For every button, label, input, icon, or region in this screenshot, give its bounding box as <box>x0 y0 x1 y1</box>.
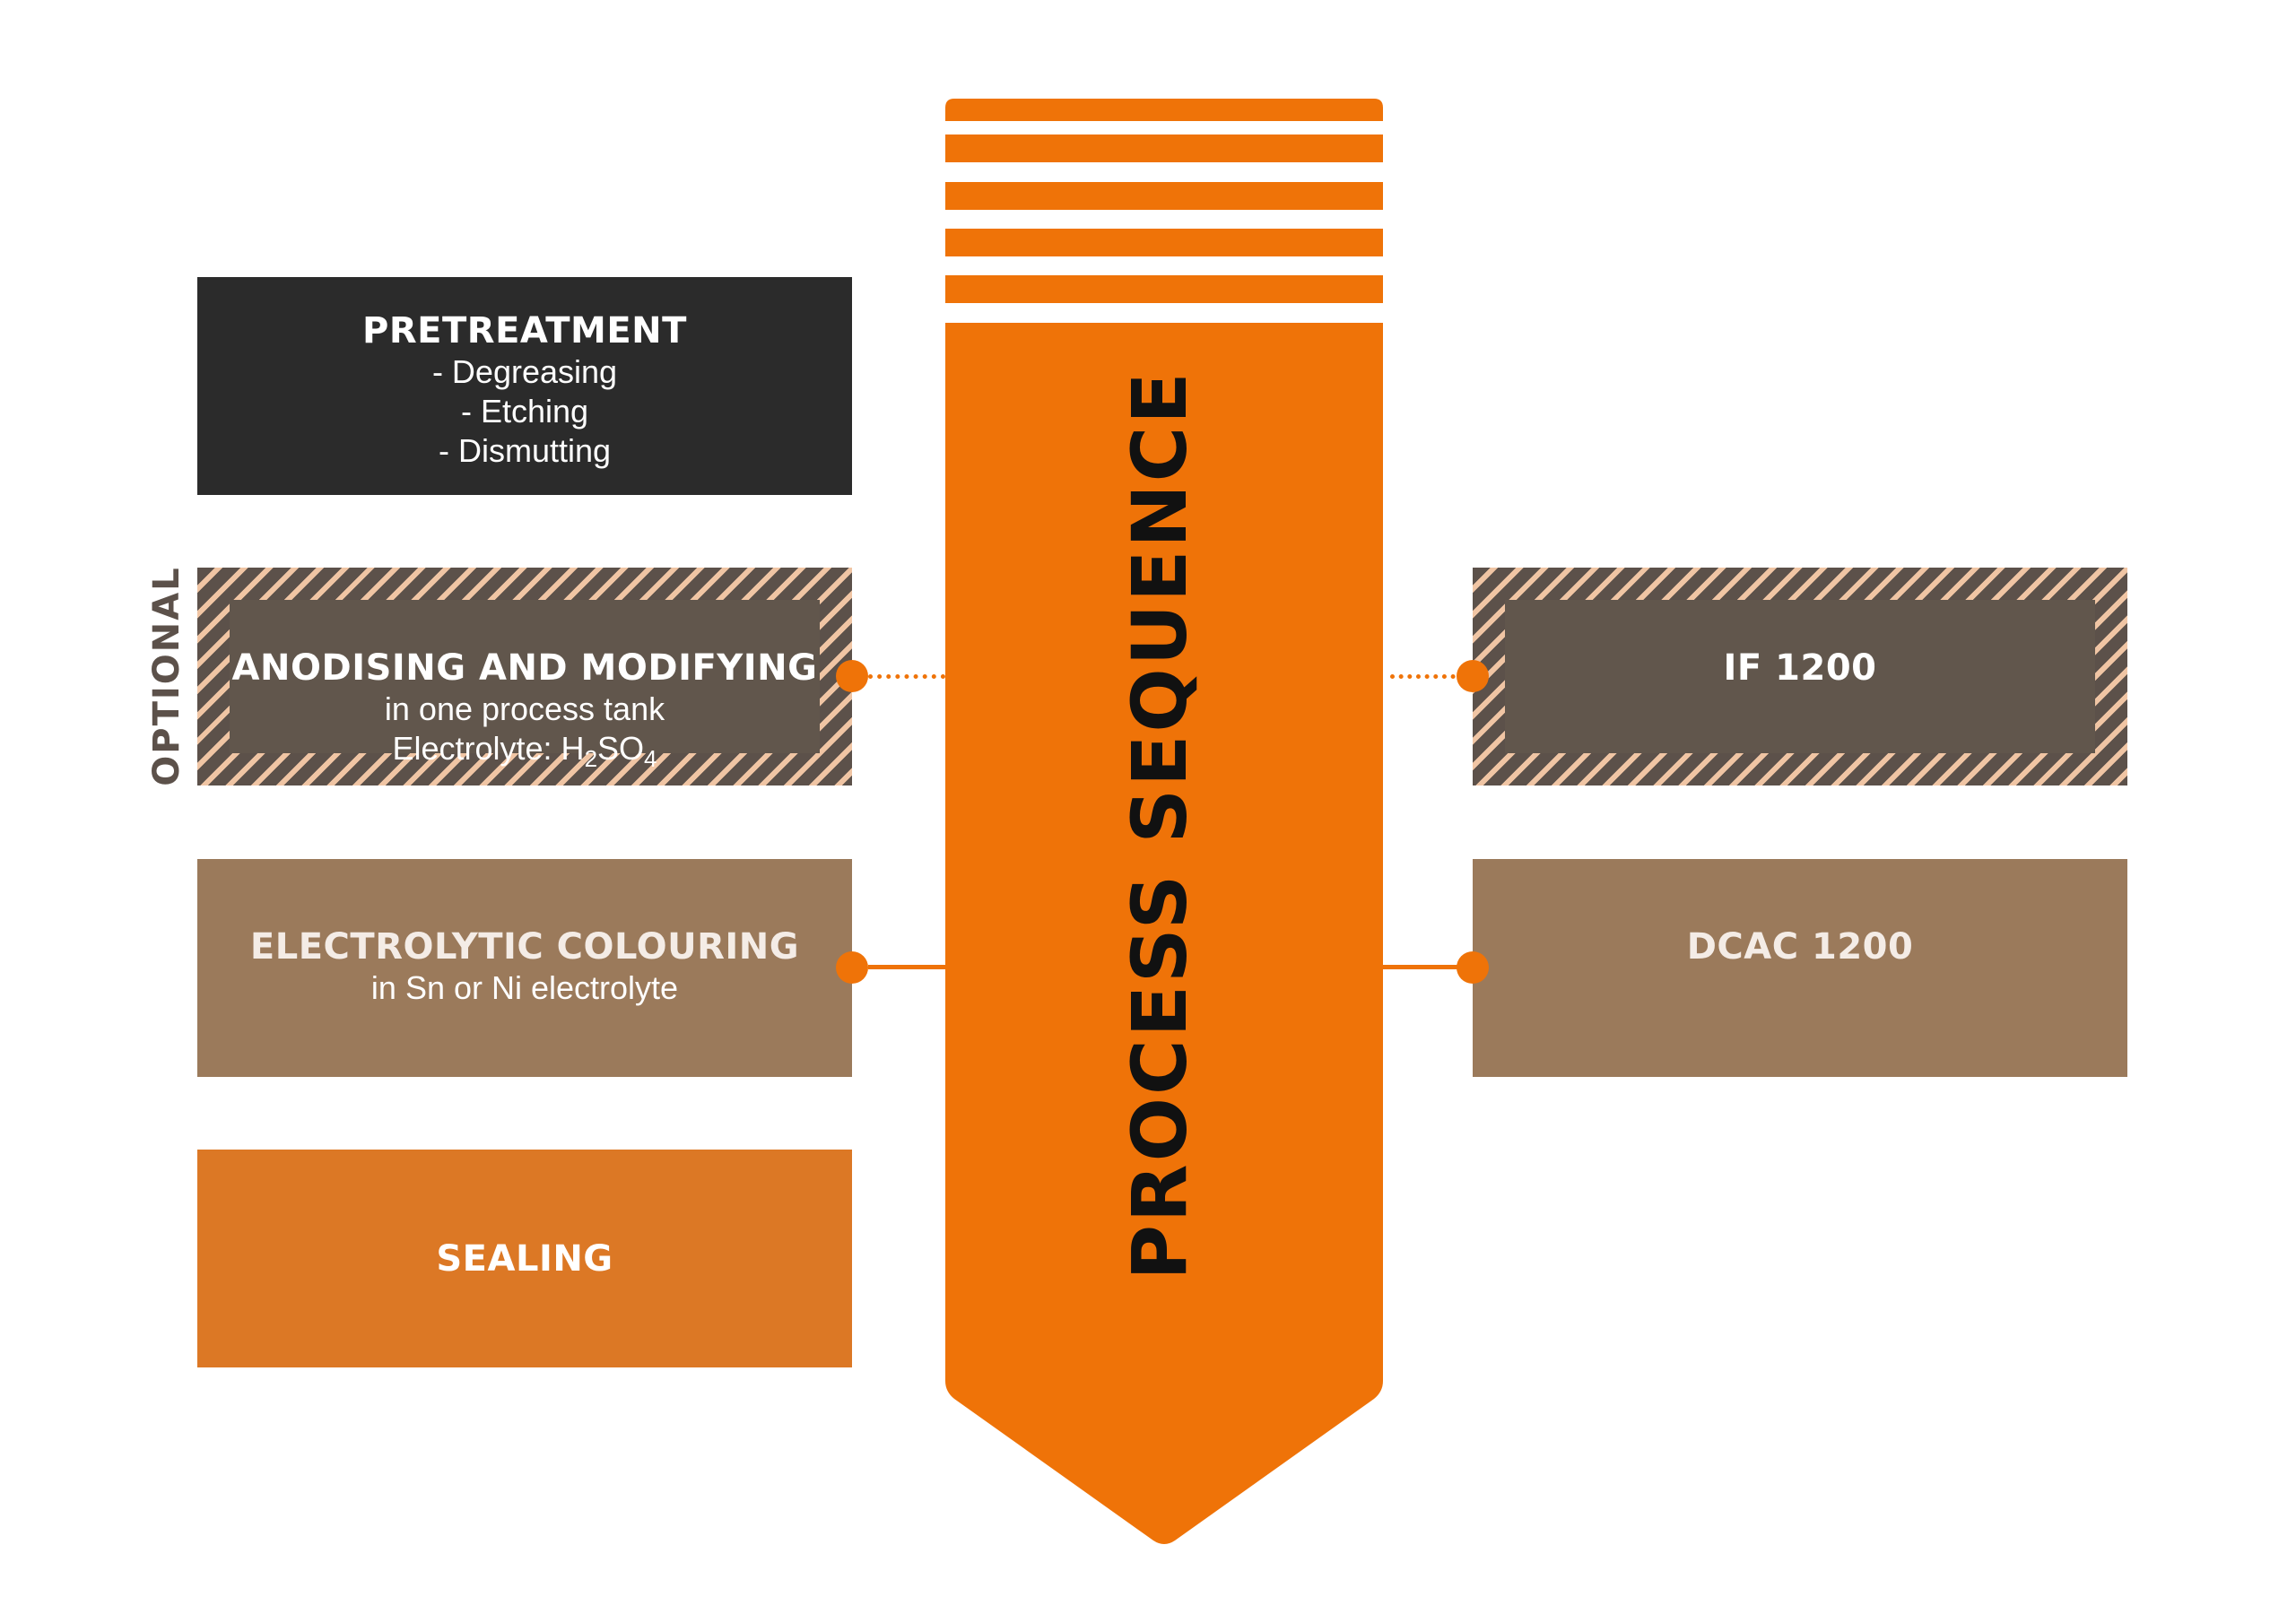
arrow-stripe <box>945 229 1383 256</box>
connector-dotted-left <box>868 674 945 679</box>
arrow-stripe <box>945 182 1383 210</box>
dcac1200-title: DCAC 1200 <box>1686 926 1914 968</box>
electrolyte-prefix: Electrolyte: H <box>392 730 585 767</box>
electrolyte-sub1: 2 <box>584 745 598 772</box>
sealing-box: SEALING <box>197 1150 852 1367</box>
connector-dot-dcac1200 <box>1457 951 1489 984</box>
pretreatment-item-etching: - Etching <box>460 393 589 430</box>
connector-dot-colouring <box>836 951 868 984</box>
electrolyte-sub2: 4 <box>644 745 657 772</box>
anodising-title: ANODISING AND MODIFYING <box>231 647 818 689</box>
anodising-inner: ANODISING AND MODIFYING in one process t… <box>230 600 820 772</box>
pretreatment-item-degreasing: - Degreasing <box>431 353 618 390</box>
connector-solid-left <box>868 965 945 969</box>
arrow-body <box>945 323 1383 1544</box>
arrow-cap-stripe <box>945 99 1383 121</box>
pretreatment-box: PRETREATMENT - Degreasing - Etching - Di… <box>197 277 852 495</box>
connector-dotted-right <box>1390 674 1473 679</box>
electrolyte-mid: SO <box>597 730 645 767</box>
process-sequence-label: PROCESS SEQUENCE <box>1116 369 1204 1280</box>
if1200-inner: IF 1200 <box>1505 600 2095 753</box>
arrow-stripe <box>945 135 1383 162</box>
anodising-line1: in one process tank <box>384 690 665 727</box>
electrolytic-colouring-box: ELECTROLYTIC COLOURING in Sn or Ni elect… <box>197 859 852 1077</box>
arrow-stripe <box>945 275 1383 303</box>
dcac1200-box: DCAC 1200 <box>1473 859 2127 1077</box>
if1200-box: IF 1200 <box>1473 568 2127 785</box>
pretreatment-item-dismutting: - Dismutting <box>438 432 612 469</box>
colouring-title: ELECTROLYTIC COLOURING <box>249 926 800 968</box>
anodising-electrolyte: Electrolyte: H2SO4 <box>230 729 820 778</box>
pretreatment-title: PRETREATMENT <box>362 310 687 352</box>
sealing-title: SEALING <box>436 1238 613 1280</box>
anodising-box: ANODISING AND MODIFYING in one process t… <box>197 568 852 785</box>
colouring-line1: in Sn or Ni electrolyte <box>370 969 679 1006</box>
optional-label: OPTIONAL <box>146 566 187 786</box>
connector-dot-if1200 <box>1457 660 1489 692</box>
connector-solid-right <box>1383 965 1473 969</box>
if1200-title: IF 1200 <box>1723 647 1877 689</box>
connector-dot-anodising <box>836 660 868 692</box>
